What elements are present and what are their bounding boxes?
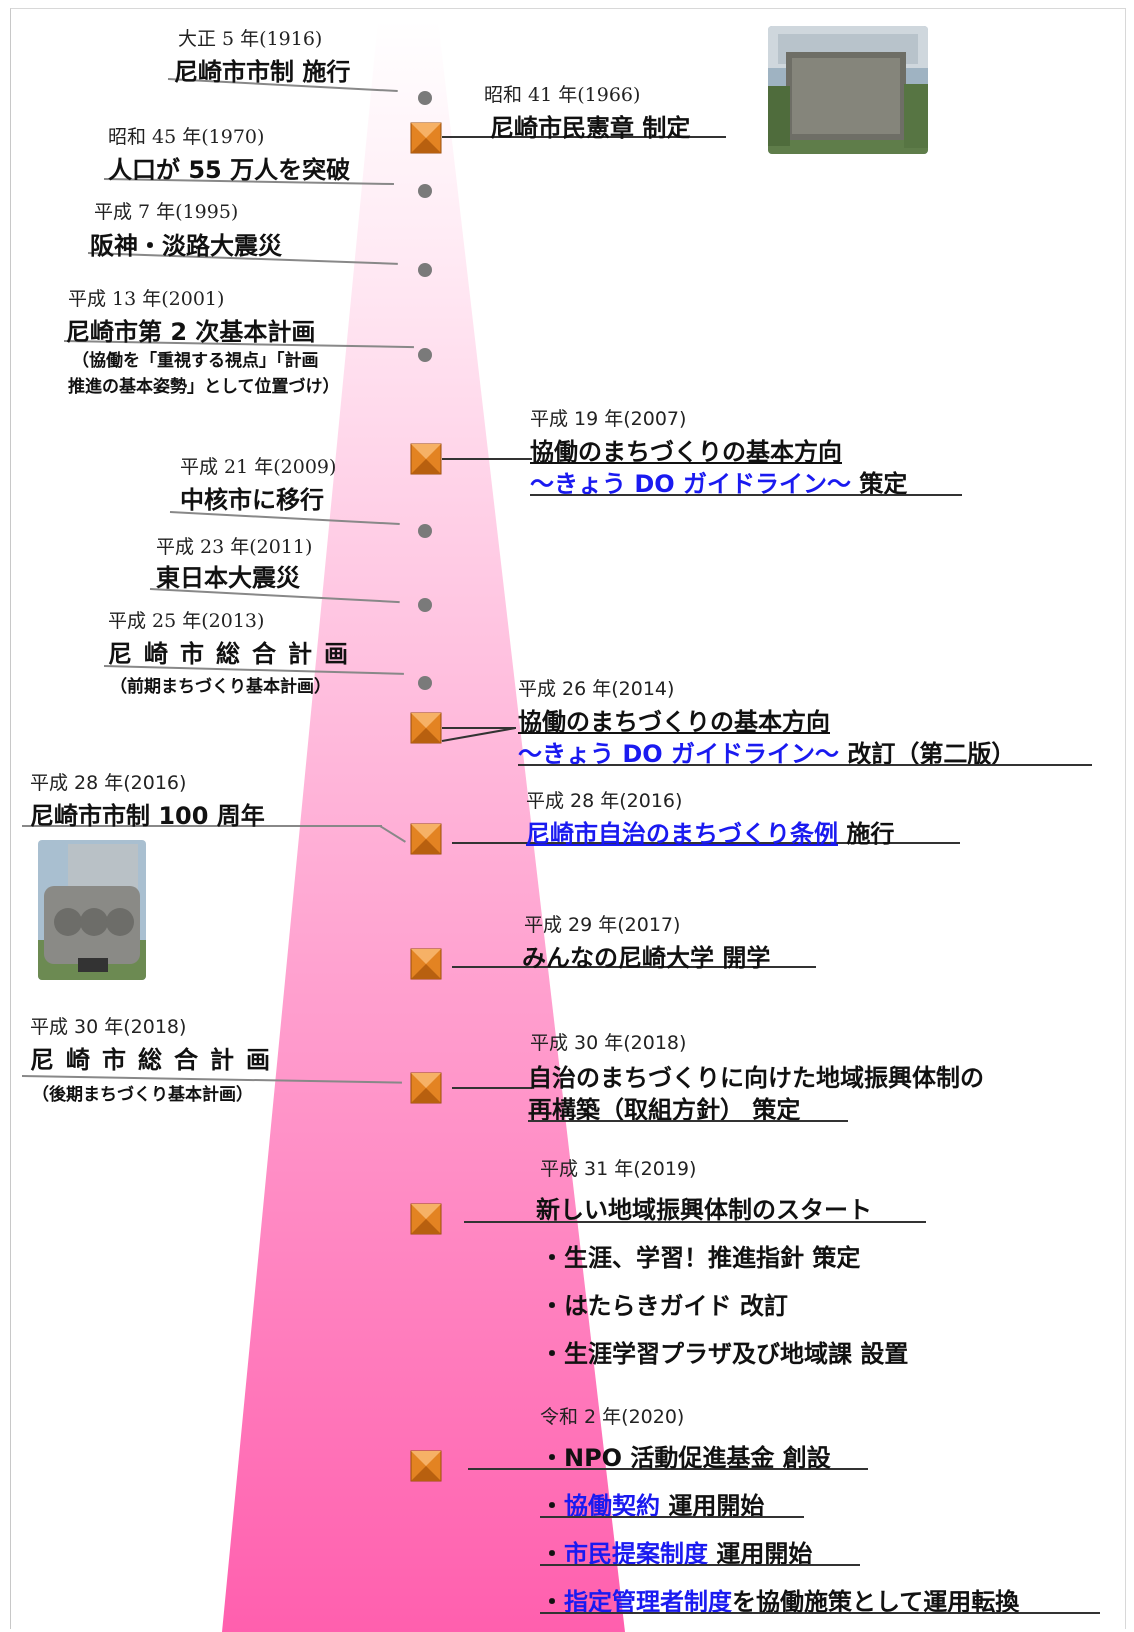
connector-line xyxy=(452,1087,532,1089)
title-underline xyxy=(540,1564,860,1566)
list-item: ・協働契約 運用開始 xyxy=(540,1486,764,1521)
connector-line xyxy=(452,966,816,968)
event-title: 尼崎市総合計画 xyxy=(30,1046,282,1074)
timeline-marker-icon xyxy=(410,823,442,855)
event-title: 尼崎市総合計画 xyxy=(108,640,360,668)
event-year: 平成 29 年(2017) xyxy=(524,914,681,936)
list-bullet: ・ xyxy=(540,1540,564,1568)
event-title: 尼崎市自治のまちづくり条例 施行 xyxy=(526,814,894,849)
monument-photo xyxy=(768,26,928,154)
event-year: 平成 26 年(2014) xyxy=(518,678,675,700)
title-underline xyxy=(540,1516,804,1518)
event-year: 平成 21 年(2009) xyxy=(180,456,337,478)
title-underline xyxy=(528,1120,848,1122)
event-year: 平成 23 年(2011) xyxy=(156,536,313,558)
timeline-dot xyxy=(418,598,432,612)
timeline-marker-icon xyxy=(410,712,442,744)
timeline-dot xyxy=(418,91,432,105)
event-title: 再構築（取組方針） 策定 xyxy=(528,1096,801,1124)
timeline-dot xyxy=(418,524,432,538)
event-title: 新しい地域振興体制のスタート xyxy=(536,1196,872,1224)
event-suffix: 運用開始 xyxy=(708,1540,813,1568)
guideline-link[interactable]: ～きょう DO ガイドライン～ xyxy=(530,470,852,498)
event-year: 令和 2 年(2020) xyxy=(540,1406,685,1428)
connector-line xyxy=(468,1468,868,1470)
event-year: 平成 19 年(2007) xyxy=(530,408,687,430)
event-year: 平成 30 年(2018) xyxy=(30,1016,187,1038)
list-item: ・生涯学習プラザ及び地域課 設置 xyxy=(540,1340,909,1368)
connector-line xyxy=(452,842,960,844)
list-item: ・指定管理者制度を協働施策として運用転換 xyxy=(540,1582,1019,1617)
title-underline xyxy=(518,764,1092,766)
event-year: 平成 13 年(2001) xyxy=(68,288,225,310)
timeline-dot xyxy=(418,184,432,198)
timeline-marker-icon xyxy=(410,948,442,980)
contract-link[interactable]: 協働契約 xyxy=(564,1492,660,1520)
event-year: 大正 5 年(1916) xyxy=(178,28,323,50)
event-title: ～きょう DO ガイドライン～ 策定 xyxy=(530,464,907,499)
event-title: 尼崎市市制 100 周年 xyxy=(30,802,265,830)
list-bullet: ・ xyxy=(540,1588,564,1616)
list-item: ・NPO 活動促進基金 創設 xyxy=(540,1444,831,1472)
event-suffix: を協働施策として運用転換 xyxy=(732,1588,1020,1616)
event-year: 昭和 41 年(1966) xyxy=(484,84,641,106)
event-year: 昭和 45 年(1970) xyxy=(108,126,265,148)
connector-line xyxy=(442,727,516,729)
event-year: 平成 30 年(2018) xyxy=(530,1032,687,1054)
proposal-system-link[interactable]: 市民提案制度 xyxy=(564,1540,708,1568)
event-suffix: 運用開始 xyxy=(660,1492,765,1520)
event-year: 平成 25 年(2013) xyxy=(108,610,265,632)
event-note: （前期まちづくり基本計画） xyxy=(110,677,331,697)
title-underline xyxy=(530,494,962,496)
connector-line xyxy=(22,825,382,827)
list-bullet: ・ xyxy=(540,1492,564,1520)
timeline-dot xyxy=(418,676,432,690)
timeline-marker-icon xyxy=(410,122,442,154)
list-item: ・はたらきガイド 改訂 xyxy=(540,1292,788,1320)
timeline-marker-icon xyxy=(410,1450,442,1482)
event-note: 推進の基本姿勢」として位置づけ） xyxy=(68,377,340,397)
guideline-link[interactable]: 協働のまちづくりの基本方向 xyxy=(518,708,830,736)
guideline-link[interactable]: 協働のまちづくりの基本方向 xyxy=(530,438,842,466)
event-suffix: 改訂（第二版） xyxy=(839,740,1016,768)
event-title: 尼崎市民憲章 制定 xyxy=(490,114,691,142)
event-year: 平成 7 年(1995) xyxy=(94,201,239,223)
list-item: ・生涯、学習！推進指針 策定 xyxy=(540,1244,861,1272)
page-frame xyxy=(10,8,1126,1629)
centennial-monument-photo xyxy=(38,840,146,980)
event-year: 平成 28 年(2016) xyxy=(30,772,187,794)
connector-line xyxy=(464,1221,926,1223)
designated-manager-link[interactable]: 指定管理者制度 xyxy=(564,1588,732,1616)
event-note: （協働を「重視する視点」「計画 xyxy=(72,351,319,371)
event-suffix: 策定 xyxy=(851,470,908,498)
list-item: ・市民提案制度 運用開始 xyxy=(540,1534,812,1569)
event-title: 自治のまちづくりに向けた地域振興体制の xyxy=(528,1064,984,1092)
timeline-marker-icon xyxy=(410,443,442,475)
event-title: 尼崎市市制 施行 xyxy=(174,58,351,86)
timeline-dot xyxy=(418,263,432,277)
timeline-marker-icon xyxy=(410,1203,442,1235)
title-underline xyxy=(540,1612,1100,1614)
guideline-link[interactable]: ～きょう DO ガイドライン～ xyxy=(518,740,840,768)
connector-line xyxy=(442,136,726,138)
event-note: （後期まちづくり基本計画） xyxy=(32,1085,253,1105)
event-year: 平成 31 年(2019) xyxy=(540,1158,697,1180)
event-year: 平成 28 年(2016) xyxy=(526,790,683,812)
ordinance-link[interactable]: 尼崎市自治のまちづくり条例 xyxy=(526,820,838,848)
event-title: みんなの尼崎大学 開学 xyxy=(522,944,771,972)
event-suffix: 施行 xyxy=(838,820,895,848)
event-title: 尼崎市第 2 次基本計画 xyxy=(66,318,316,346)
event-title: 阪神・淡路大震災 xyxy=(90,232,282,260)
timeline-dot xyxy=(418,348,432,362)
event-title: ～きょう DO ガイドライン～ 改訂（第二版） xyxy=(518,734,1015,769)
event-title: 東日本大震災 xyxy=(156,564,300,592)
timeline-marker-icon xyxy=(410,1072,442,1104)
event-title: 中核市に移行 xyxy=(180,486,324,514)
event-title: 人口が 55 万人を突破 xyxy=(108,156,351,184)
connector-line xyxy=(442,458,532,460)
